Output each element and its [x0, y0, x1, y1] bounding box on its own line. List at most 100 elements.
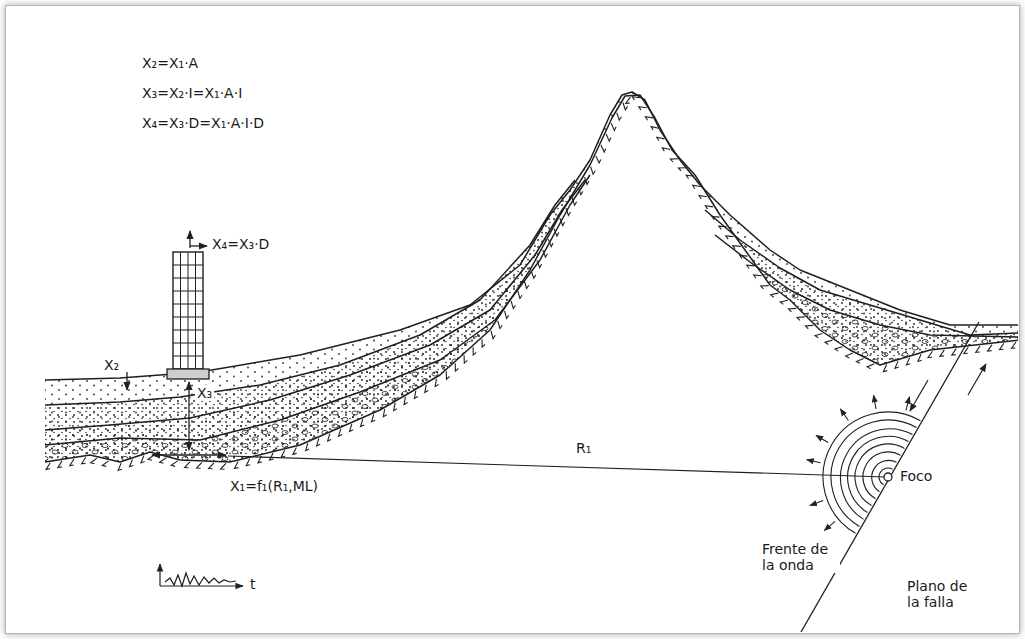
hatch-mark: [678, 168, 686, 171]
hatch-mark: [611, 123, 616, 130]
hatch-mark: [578, 187, 583, 194]
hatch-mark: [221, 463, 226, 469]
motion-label: X₃: [195, 385, 214, 401]
hatch-mark: [626, 97, 631, 103]
hatch-mark: [464, 355, 467, 363]
layer-boundary: [45, 180, 585, 430]
hatch-mark: [645, 117, 653, 120]
fault-slip-arrow: [910, 380, 928, 411]
hatch-mark: [591, 167, 596, 174]
hatch-mark: [435, 379, 439, 387]
hatch-mark: [712, 216, 720, 219]
hatch-mark: [160, 458, 167, 464]
layer-boundary: [715, 235, 1018, 337]
hatch-mark: [601, 145, 606, 152]
hatch-mark: [543, 250, 548, 257]
hatch-mark: [498, 321, 502, 329]
layer-boundary: [45, 180, 575, 405]
layer-boundary: [705, 210, 1018, 335]
hatch-mark: [572, 198, 577, 205]
hatch-mark: [197, 462, 202, 468]
hatch-mark: [548, 239, 553, 246]
hatch-mark: [815, 334, 823, 338]
hatch-mark: [246, 459, 250, 466]
hatch-mark: [952, 349, 956, 355]
building-symbol: [167, 252, 209, 379]
motion-label: X₂: [102, 357, 121, 373]
distance-label: R₁: [574, 440, 593, 456]
formula-label: X₄=X₃·D=X₁·A·I·D: [140, 115, 266, 131]
hatch-mark: [733, 246, 741, 249]
bedrock-motion-arrow: [152, 454, 226, 455]
hatch-mark: [328, 434, 332, 442]
hatch-mark: [747, 265, 755, 268]
hatch-mark: [719, 226, 727, 229]
hatch-mark: [394, 403, 397, 411]
hatch-mark: [518, 291, 522, 299]
hatch-mark: [895, 361, 899, 368]
hatch-mark: [771, 293, 779, 297]
hatch-mark: [693, 185, 701, 188]
hatch-mark: [118, 463, 122, 470]
hatch-mark: [425, 385, 428, 393]
hatch-mark: [1000, 343, 1004, 349]
hatch-mark: [662, 148, 670, 152]
hatch-mark: [281, 450, 285, 457]
hatch-mark: [657, 137, 665, 141]
hatch-mark: [596, 156, 601, 163]
wave-direction-arrow: [810, 501, 823, 506]
hatch-mark: [856, 359, 863, 364]
hatch-mark: [825, 340, 833, 344]
hatch-mark: [70, 459, 74, 466]
wave-front: [863, 452, 901, 499]
hatch-mark: [918, 354, 922, 361]
wave-fronts: [807, 395, 921, 533]
layer-boundary: [45, 175, 590, 445]
hatch-mark: [537, 260, 542, 267]
hatch-mark: [130, 459, 134, 466]
hatch-mark: [585, 177, 590, 184]
wave-direction-arrow: [874, 395, 876, 409]
surface-motion-arrow: [126, 372, 127, 390]
hatch-mark: [209, 463, 214, 469]
hatch-mark: [940, 350, 944, 357]
bedrock-fill: [45, 95, 1018, 632]
focus-point: [884, 473, 892, 481]
hatch-mark: [726, 236, 734, 239]
axis-label: t: [248, 576, 258, 592]
hatch-mark: [1012, 342, 1016, 348]
hatch-mark: [91, 458, 97, 464]
wave-front: [872, 460, 897, 491]
formula-label: X₂=X₁·A: [140, 55, 200, 71]
hatch-mark: [789, 308, 797, 312]
hatch-mark: [361, 419, 365, 426]
hatch-mark: [455, 363, 458, 371]
roof-motion-arrow: [190, 245, 207, 246]
hatch-mark: [372, 414, 376, 422]
formula-label: X₃=X₂·I=X₁·A·I: [140, 85, 244, 101]
hatch-mark: [531, 271, 536, 278]
hatch-mark: [446, 371, 449, 379]
hatch-mark: [988, 345, 992, 352]
hatch-mark: [317, 438, 321, 446]
bedrock-surface: [45, 95, 1018, 462]
seismogram-symbol: [160, 564, 243, 586]
hatch-mark: [560, 218, 565, 225]
hatch-mark: [797, 317, 805, 321]
hatch-mark: [511, 301, 515, 309]
ground-surface: [45, 92, 1018, 380]
hatch-mark: [780, 300, 788, 304]
hatch-mark: [46, 463, 50, 470]
hatch-mark: [639, 107, 647, 110]
hatch-mark: [473, 347, 476, 355]
wave-direction-arrow: [906, 397, 910, 411]
hatch-mark: [617, 113, 622, 120]
hatch-mark: [705, 206, 713, 209]
hatch-mark: [185, 462, 190, 468]
hatch-mark: [383, 409, 387, 417]
hatch-mark: [339, 429, 343, 436]
hatch-mark: [651, 127, 659, 131]
hatch-mark: [867, 364, 874, 369]
hatch-mark: [235, 462, 239, 469]
